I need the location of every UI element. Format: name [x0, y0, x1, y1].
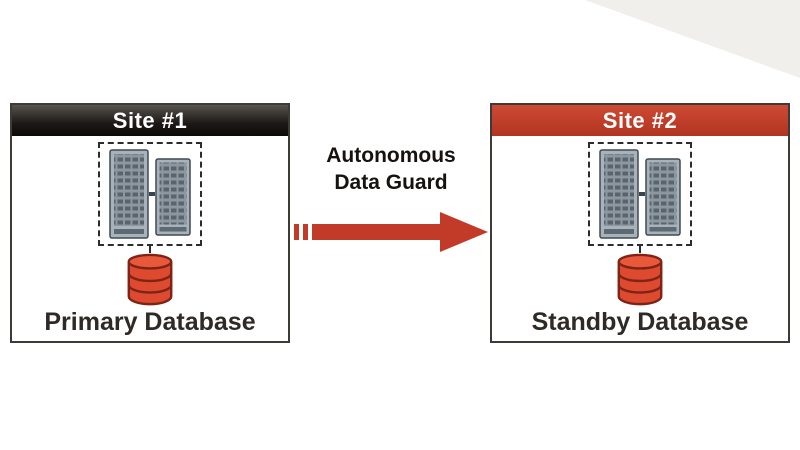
- arrow-caption-line1: Autonomous: [326, 144, 456, 167]
- site1-box: Site #1: [10, 103, 290, 343]
- connector-line: [149, 246, 151, 253]
- data-guard-arrow: [294, 210, 488, 254]
- server-cluster-frame: [588, 142, 692, 246]
- site2-body: Standby Database: [492, 136, 788, 341]
- red-right-arrow-icon: [294, 212, 488, 252]
- primary-database-label: Primary Database: [44, 308, 256, 336]
- server-cluster-frame: [98, 142, 202, 246]
- site2-header: Site #2: [492, 105, 788, 136]
- arrow-caption: Autonomous Data Guard: [293, 142, 489, 197]
- server-link-icon: [639, 192, 645, 196]
- site1-body: Primary Database: [12, 136, 288, 341]
- site1-title: Site #1: [112, 107, 188, 133]
- server-rack-icon: [155, 158, 191, 236]
- database-cylinder-icon: [617, 253, 663, 306]
- site2-box: Site #2: [490, 103, 790, 343]
- server-rack-icon: [645, 158, 681, 236]
- server-rack-icon: [599, 149, 639, 239]
- arrow-caption-line2: Data Guard: [334, 171, 448, 195]
- corner-decoration: [585, 0, 800, 78]
- connector-line: [639, 246, 641, 253]
- database-cylinder-icon: [127, 253, 173, 306]
- server-link-icon: [149, 192, 155, 196]
- site2-title: Site #2: [602, 107, 678, 133]
- site1-header: Site #1: [12, 105, 288, 136]
- standby-database-label: Standby Database: [531, 308, 749, 336]
- server-rack-icon: [109, 149, 149, 239]
